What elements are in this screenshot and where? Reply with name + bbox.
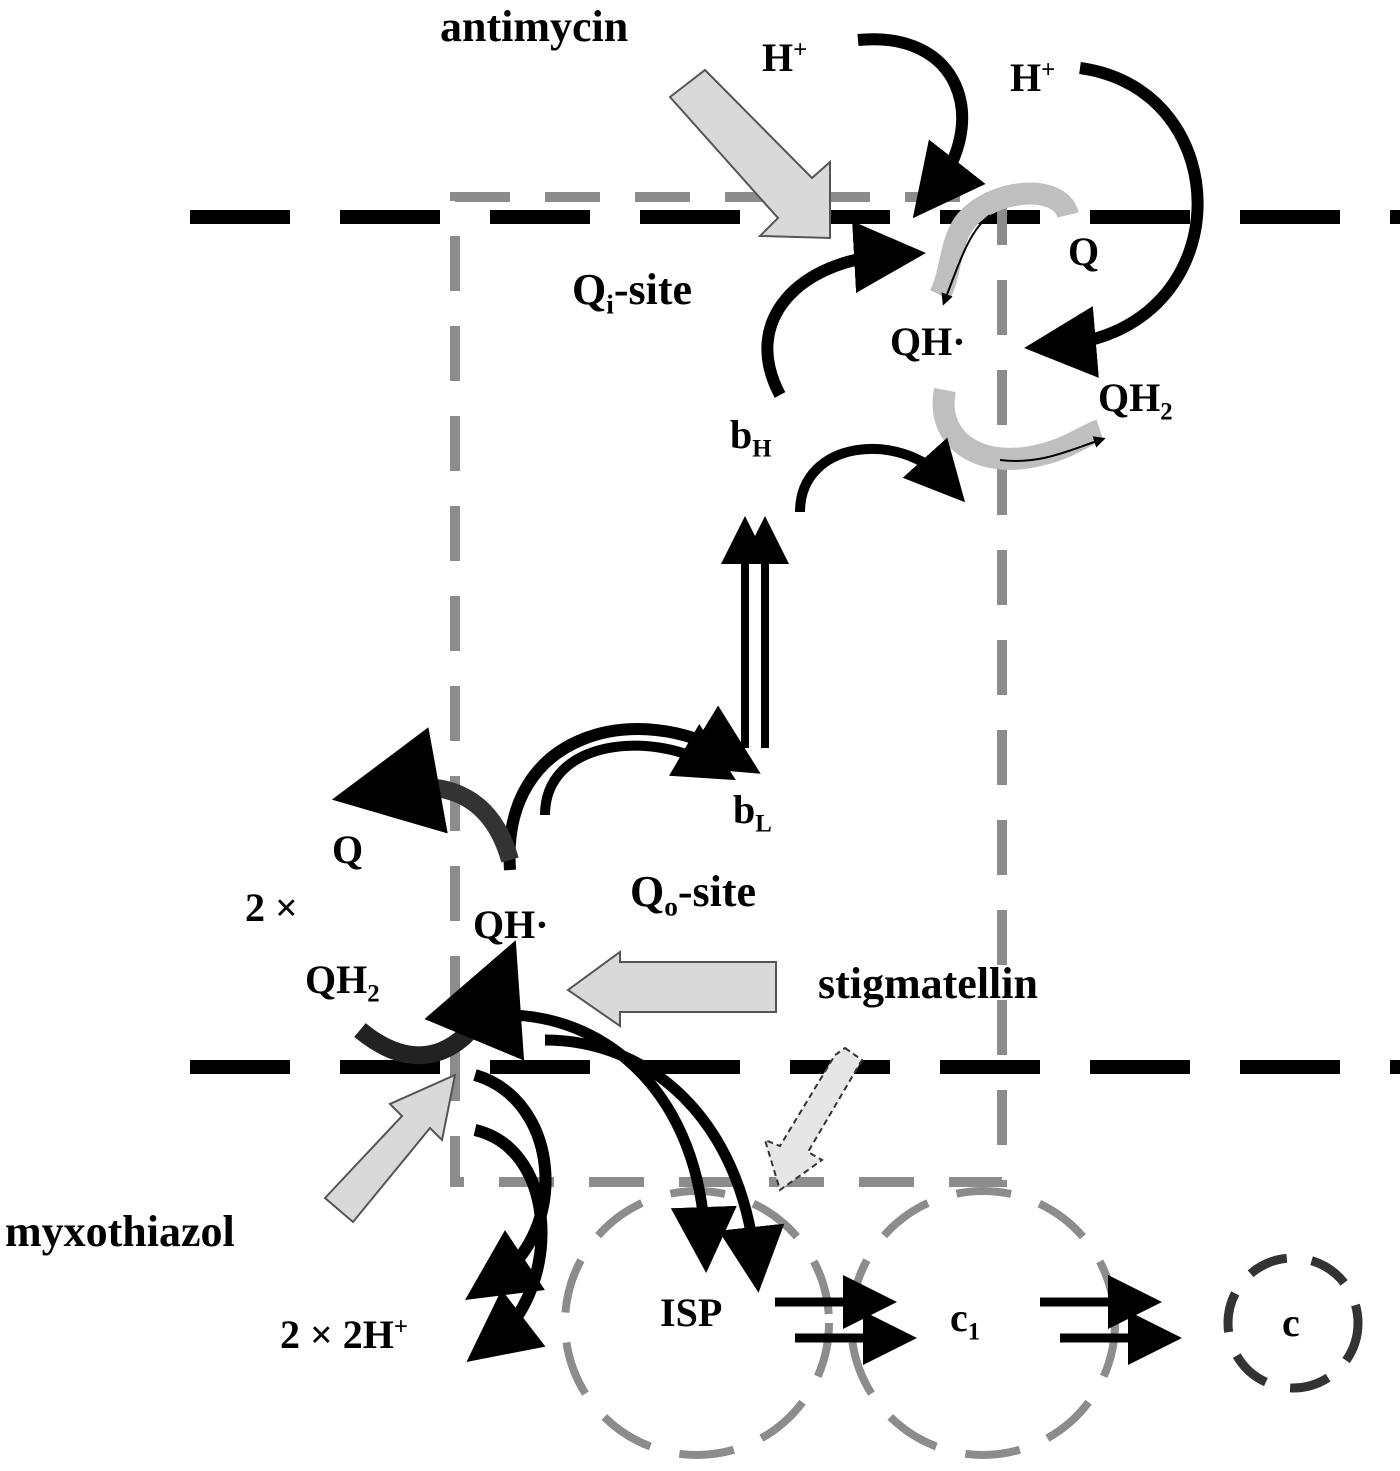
proton-release-arrow-2: [466, 1124, 548, 1362]
qo-to-bl-arrow-2: [540, 723, 736, 816]
qi-q-to-qh-arrow-outline: [941, 214, 991, 306]
qh-to-q-arrow: [331, 727, 519, 863]
bh-to-qi-arrow-1: [761, 221, 926, 398]
qo-to-isp-arrow-2: [544, 1034, 785, 1293]
complex-dashed-box: [450, 192, 1007, 1187]
antimycin-arrow: [668, 68, 831, 240]
qo-to-isp-arrow-1: [494, 1009, 737, 1273]
proton-release-arrow-1: [465, 1069, 552, 1301]
c1-circle: [847, 1187, 1119, 1459]
stigmatellin-arrow: [566, 950, 777, 1028]
myxothiazol-arrow: [323, 1073, 457, 1224]
stigmatellin-dashed-arrow: [763, 1046, 864, 1192]
proton-arrow-1: [857, 33, 986, 219]
qi-qh-to-qh2-arrow-outline: [999, 436, 1106, 462]
qi-qh-to-qh2-arrow: [932, 387, 1104, 470]
qh2-to-qh-arrow: [354, 940, 525, 1065]
c-circle: [1223, 1253, 1363, 1393]
isp-circle: [561, 1187, 833, 1459]
qi-q-to-qh-arrow: [929, 182, 1079, 300]
proton-arrow-2: [1024, 62, 1204, 378]
bh-to-qi-arrow-2: [795, 437, 966, 513]
